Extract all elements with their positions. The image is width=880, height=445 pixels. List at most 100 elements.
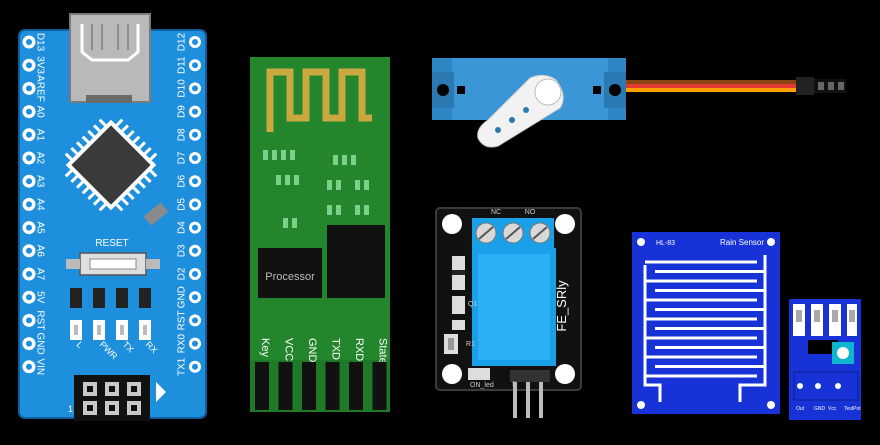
left-pin-label: D13 xyxy=(34,33,45,52)
pin-hole-inner xyxy=(26,85,32,92)
pin-hole-inner xyxy=(192,131,198,138)
bt-pin-label: Key xyxy=(259,338,271,357)
memory-chip xyxy=(327,225,385,298)
left-pin-label: A2 xyxy=(34,152,45,165)
right-pin-label: D2 xyxy=(177,267,188,280)
pin-hole-inner xyxy=(192,39,198,45)
pin-hole-inner xyxy=(26,39,32,45)
relay-model-label: FE_SRly xyxy=(554,280,569,332)
right-pin-label: TX1 xyxy=(177,357,188,376)
right-pin-label: D3 xyxy=(177,244,188,257)
pin-hole-inner xyxy=(26,294,32,301)
pin-hole-inner xyxy=(192,85,198,92)
right-pin-label: D8 xyxy=(177,128,188,141)
rain-sensor-title: Rain Sensor xyxy=(720,238,764,247)
right-pin-label: D6 xyxy=(177,174,188,187)
on-led-label: ON_led xyxy=(470,382,494,389)
right-pin-label: D10 xyxy=(177,79,188,98)
left-pin-label: RST xyxy=(34,310,45,330)
pin-hole-inner xyxy=(192,108,198,115)
pin-hole-inner xyxy=(192,340,198,347)
led-caps xyxy=(70,288,151,340)
bt-pin-label: GND xyxy=(306,338,318,363)
testpot-label: TestPot xyxy=(844,406,861,412)
bt-pin-pad xyxy=(302,362,316,410)
right-pin-label: D7 xyxy=(177,151,188,164)
right-pin-label: D12 xyxy=(177,32,188,51)
left-pin-label: VIN xyxy=(34,358,45,375)
servo-wire xyxy=(626,80,796,84)
pin-hole-inner xyxy=(192,224,198,231)
relay-module: NC NO FE_SRly Q1 R1 ON_led S xyxy=(435,207,582,418)
pin-hole-inner xyxy=(192,62,198,69)
gnd-pin-label: GND xyxy=(814,406,826,412)
pin-hole-inner xyxy=(26,131,32,138)
processor-label: Processor xyxy=(265,271,315,283)
right-pin-label: D4 xyxy=(177,221,188,234)
hl83-label: HL-83 xyxy=(656,240,675,247)
left-pin-label: A3 xyxy=(34,175,45,188)
pin-hole-inner xyxy=(26,178,32,185)
relay-header xyxy=(510,370,550,382)
r1-label: R1 xyxy=(466,341,475,348)
out-pin-label: Out xyxy=(796,406,805,412)
right-pin-label: D5 xyxy=(177,198,188,211)
bt-pin-pad xyxy=(372,362,387,410)
servo-connector xyxy=(796,77,814,95)
pin-hole-inner xyxy=(26,363,32,370)
left-pin-label: A5 xyxy=(34,221,45,234)
pin-hole-inner xyxy=(26,224,32,231)
pin-hole-inner xyxy=(192,363,198,370)
bt-pin-pad xyxy=(325,362,340,410)
antenna-trace xyxy=(266,68,372,132)
left-pin-label: A4 xyxy=(34,198,45,211)
pin-hole-inner xyxy=(192,155,198,161)
header-pin1-mark: 1 xyxy=(68,404,73,414)
nc-label: NC xyxy=(491,209,501,216)
right-pin-label: RX0 xyxy=(177,333,188,353)
left-pin-label: A7 xyxy=(34,268,45,281)
bt-pin-label: RXD xyxy=(353,338,365,361)
vcc-pin-label: Vcc xyxy=(828,406,837,412)
pin-hole-inner xyxy=(26,247,32,254)
led-label: L xyxy=(75,339,86,350)
pin-hole-inner xyxy=(26,62,32,69)
rain-sensor-board: HL-83 Rain Sensor xyxy=(632,232,780,414)
bt-pin-pad xyxy=(255,362,269,410)
left-pin-label: A0 xyxy=(34,105,45,118)
rain-trace-frame xyxy=(643,255,767,402)
right-pin-label: D11 xyxy=(177,56,188,74)
pin-hole-inner xyxy=(192,201,198,208)
pin-hole-inner xyxy=(26,201,32,208)
reset-label: RESET xyxy=(95,238,128,249)
right-pin-label: GND xyxy=(177,286,188,308)
left-pin-label: AREF xyxy=(34,75,45,102)
microcontroller-chip xyxy=(64,118,158,212)
processor-chip xyxy=(258,248,322,298)
pin-hole-inner xyxy=(192,271,198,277)
right-pin-label: D9 xyxy=(177,105,188,118)
left-pin-label: 3V3 xyxy=(34,56,45,74)
no-label: NO xyxy=(525,209,536,216)
left-pin-label: 5V xyxy=(34,291,45,304)
pin-hole-inner xyxy=(26,340,32,347)
pin-hole-inner xyxy=(26,271,32,277)
rain-traces xyxy=(643,255,767,402)
bt-pin-label: TXD xyxy=(330,338,342,360)
left-pin-label: A1 xyxy=(34,129,45,142)
bt-pin-pads xyxy=(255,362,387,410)
q1-label: Q1 xyxy=(468,301,477,308)
bt-pin-pad xyxy=(349,362,363,410)
pin-hole-inner xyxy=(26,108,32,115)
pin-hole-inner xyxy=(192,247,198,254)
rain-detector-module: Out GND Vcc TestPot xyxy=(789,299,861,420)
pin-hole-inner xyxy=(192,317,198,324)
pin-hole-inner xyxy=(192,294,198,301)
pin-hole-inner xyxy=(192,178,198,185)
bt-pin-pad xyxy=(278,362,293,410)
